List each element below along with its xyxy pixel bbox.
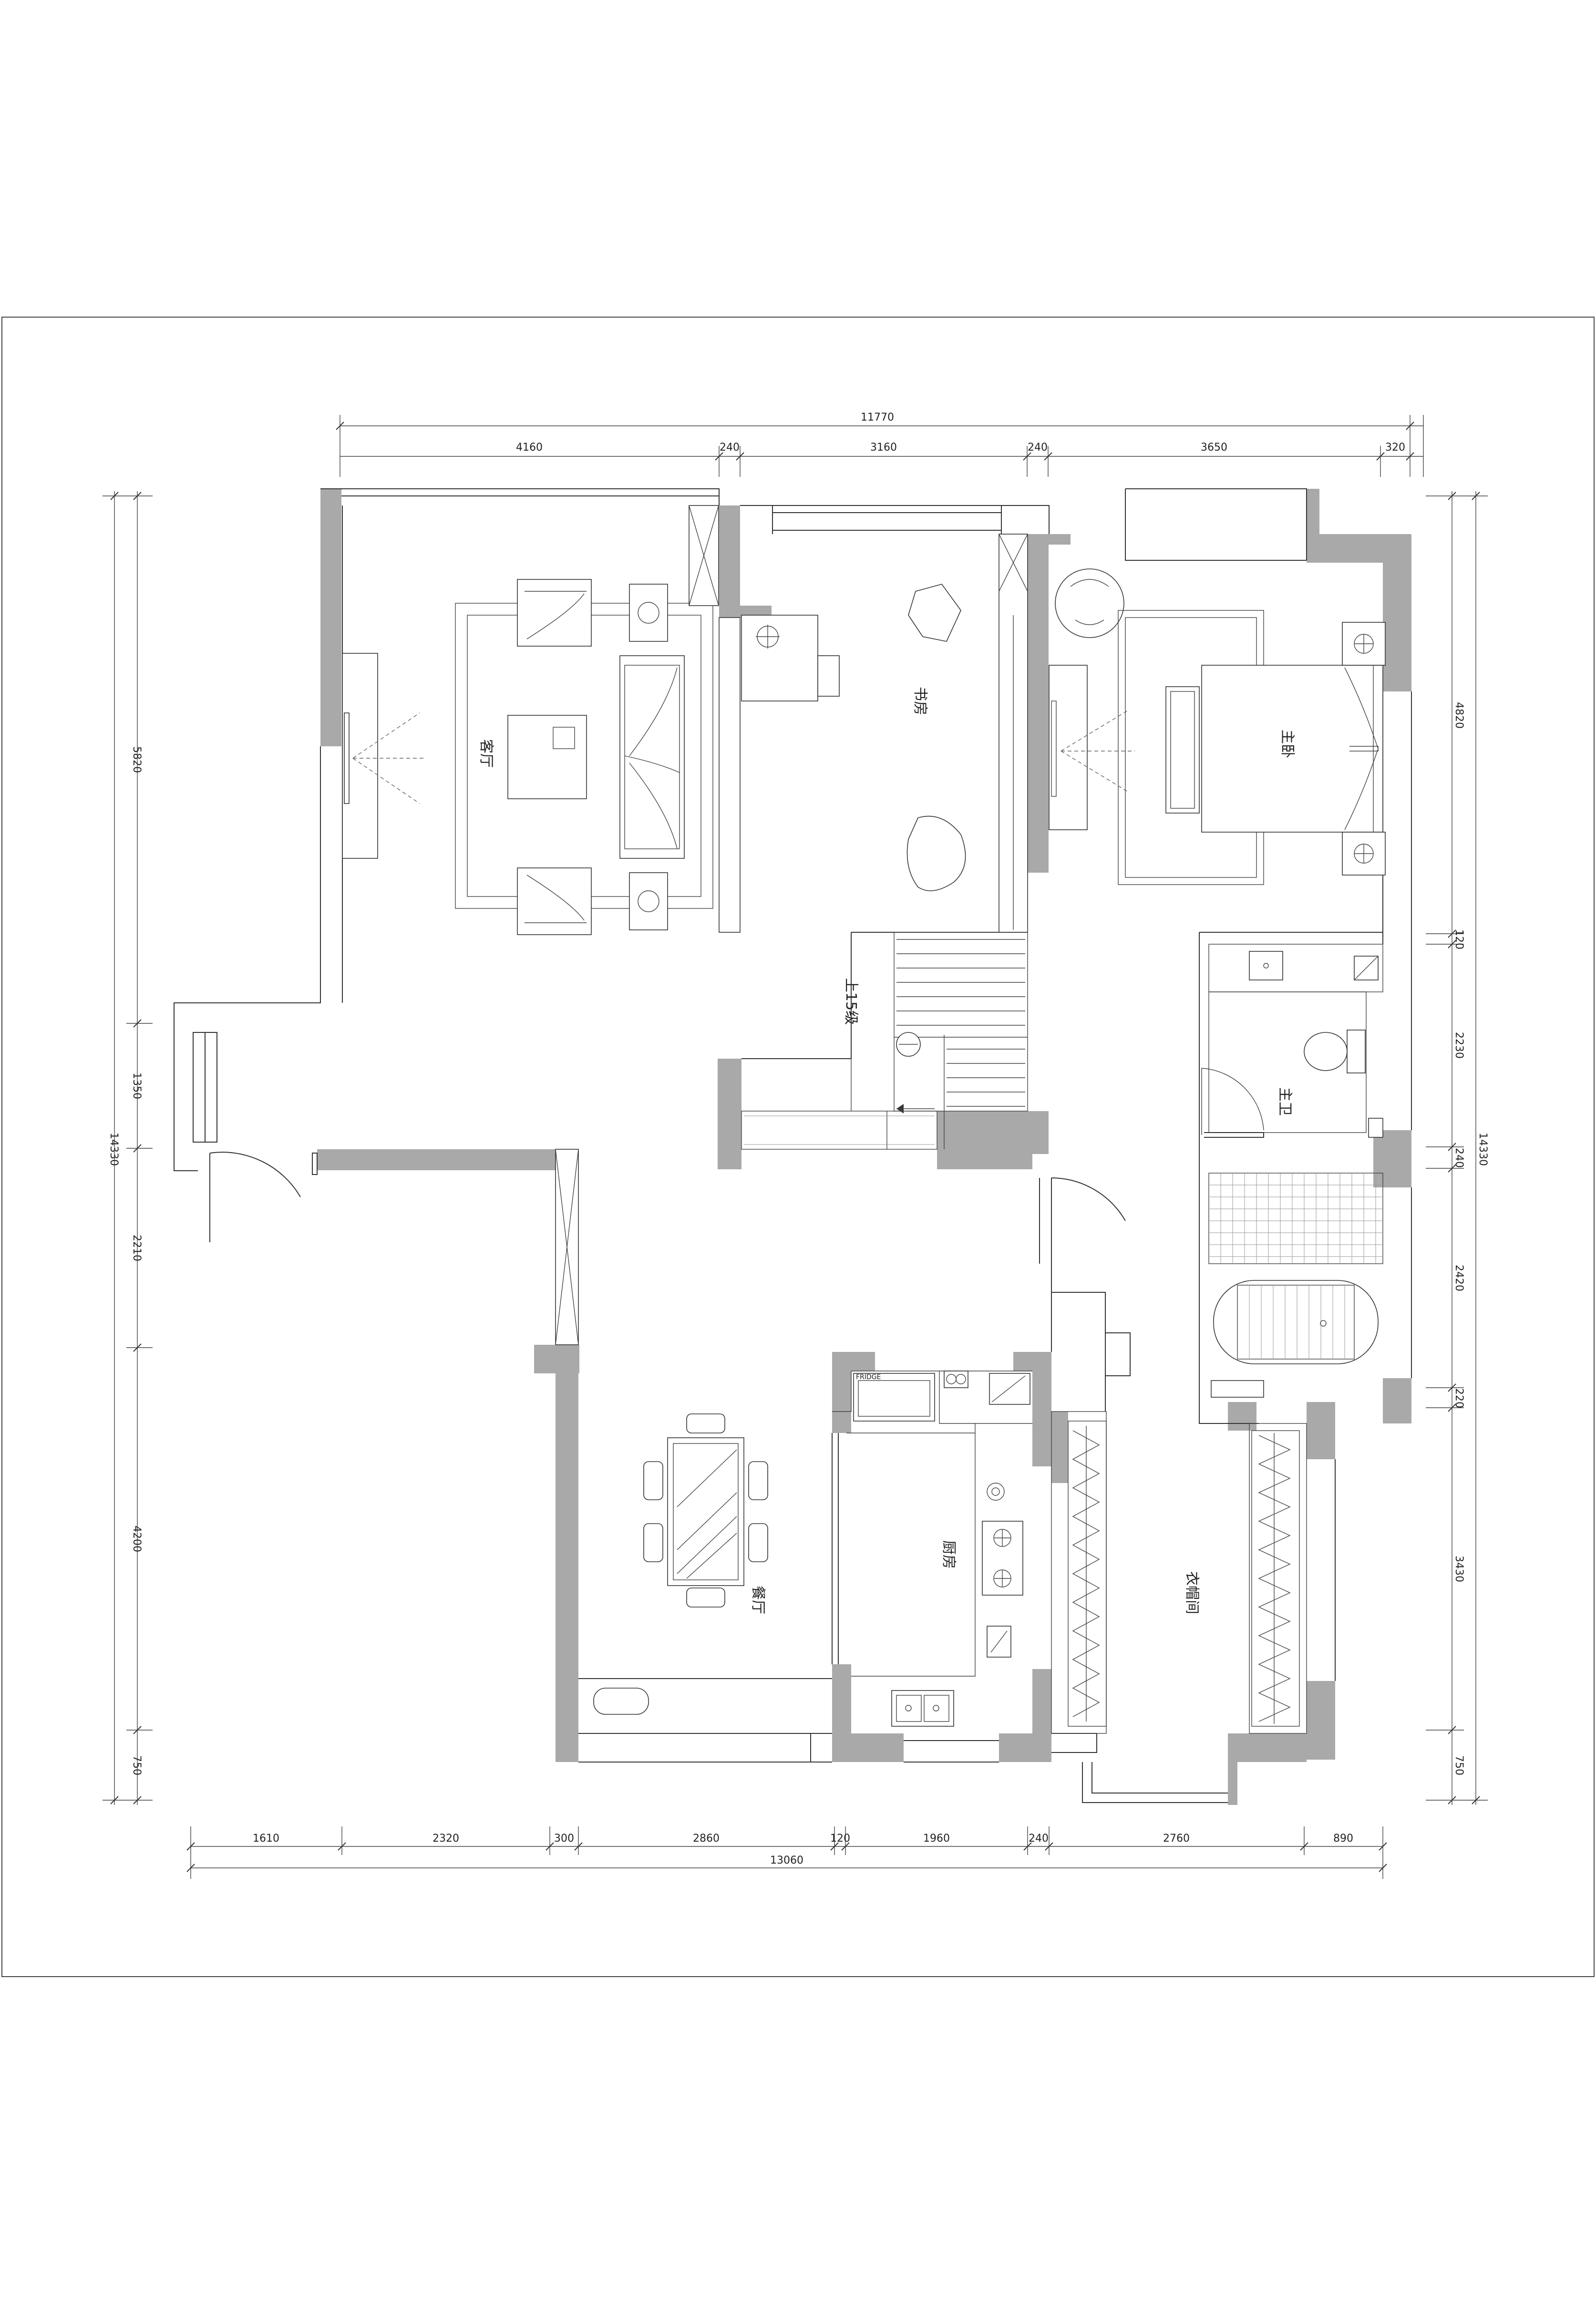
dim-left-total: 14330 bbox=[108, 1133, 120, 1166]
toilet bbox=[1304, 1032, 1348, 1071]
coffee-table bbox=[507, 715, 587, 799]
dining-chair-6 bbox=[748, 1523, 768, 1562]
kitchen-corner-unit bbox=[989, 1373, 1030, 1405]
bedroom-tv-cabinet bbox=[1049, 665, 1088, 830]
study-lounge-chair-1 bbox=[908, 584, 961, 642]
dining-chair-3 bbox=[643, 1461, 663, 1500]
bedroom-lounge-chair bbox=[1055, 568, 1124, 638]
right-dimension-lines bbox=[1426, 491, 1488, 1805]
study-desk bbox=[741, 615, 818, 701]
dim-right-total: 14330 bbox=[1477, 1133, 1489, 1166]
bathtub bbox=[1213, 1280, 1379, 1364]
room-label-living: 客厅 bbox=[478, 739, 494, 768]
built-in-cabinet-1 bbox=[689, 505, 741, 933]
dim-left-seg-1: 5820 bbox=[131, 746, 143, 773]
master-bedroom-furniture bbox=[1049, 568, 1386, 885]
walls bbox=[317, 489, 1411, 1805]
dim-bottom-seg-8: 2760 bbox=[1163, 1833, 1190, 1845]
dining-chair-1 bbox=[686, 1413, 725, 1433]
dim-bottom-seg-2: 2320 bbox=[432, 1833, 459, 1845]
study-lounge-chair-2 bbox=[906, 815, 966, 891]
kitchen-fixtures: FRIDGE bbox=[832, 1371, 1032, 1727]
dim-bottom-seg-1: 1610 bbox=[253, 1833, 279, 1845]
dim-top-seg-5: 3650 bbox=[1201, 442, 1227, 454]
toilet-tank bbox=[1347, 1030, 1366, 1073]
dim-top-seg-3: 3160 bbox=[870, 442, 897, 454]
bed-bench bbox=[1165, 686, 1200, 814]
bath-vanity bbox=[1249, 951, 1283, 980]
dim-left-seg-5: 750 bbox=[131, 1755, 143, 1775]
dim-left-seg-4: 4200 bbox=[131, 1526, 143, 1552]
staircase bbox=[741, 932, 1028, 1150]
master-bed bbox=[1201, 665, 1383, 833]
top-dimension-lines bbox=[336, 415, 1424, 477]
dim-right-seg-6: 220 bbox=[1453, 1388, 1465, 1408]
dining-chair-4 bbox=[643, 1523, 663, 1562]
dim-bottom-seg-5: 120 bbox=[830, 1833, 850, 1845]
dim-bottom-seg-9: 890 bbox=[1333, 1833, 1353, 1845]
room-label-master-bath: 主卫 bbox=[1277, 1087, 1293, 1116]
dim-left-seg-3: 2210 bbox=[131, 1235, 143, 1261]
room-label-study: 书房 bbox=[912, 687, 928, 715]
dim-bottom-seg-6: 1960 bbox=[923, 1833, 950, 1845]
dim-bottom-total: 13060 bbox=[770, 1855, 803, 1866]
kitchen-double-sink bbox=[891, 1690, 954, 1727]
room-label-master-bedroom: 主卧 bbox=[1279, 730, 1296, 758]
room-label-dining: 餐厅 bbox=[750, 1586, 766, 1614]
kitchen-sink-round bbox=[987, 1483, 1005, 1501]
fridge-label: FRIDGE bbox=[856, 1373, 881, 1381]
room-label-cloakroom: 衣帽间 bbox=[1184, 1571, 1200, 1614]
dining-chair-5 bbox=[748, 1461, 768, 1500]
dim-top-seg-6: 320 bbox=[1385, 442, 1405, 454]
wardrobe-right bbox=[1249, 1423, 1307, 1734]
dim-bottom-seg-3: 300 bbox=[554, 1833, 574, 1845]
dim-bottom-seg-4: 2860 bbox=[693, 1833, 720, 1845]
dim-bottom-seg-7: 240 bbox=[1029, 1833, 1049, 1845]
stair-up-note: 上15级 bbox=[843, 978, 859, 1025]
dining-furniture bbox=[555, 1149, 768, 1715]
dim-right-seg-8: 750 bbox=[1453, 1755, 1465, 1775]
dining-table bbox=[667, 1437, 744, 1586]
fridge bbox=[853, 1373, 935, 1422]
dim-top-seg-4: 240 bbox=[1028, 442, 1048, 454]
dining-bench bbox=[593, 1688, 649, 1715]
master-bath-fixtures bbox=[1201, 944, 1383, 1398]
side-table-bottom bbox=[629, 872, 668, 930]
left-dimension-lines bbox=[103, 491, 153, 1805]
tv-unit bbox=[344, 712, 350, 804]
dim-right-seg-2: 120 bbox=[1453, 929, 1465, 949]
room-label-kitchen: 厨房 bbox=[940, 1540, 957, 1569]
dim-top-total: 11770 bbox=[861, 412, 894, 423]
dim-right-seg-4: 240 bbox=[1453, 1148, 1465, 1168]
side-table-top bbox=[629, 584, 668, 642]
drawing-frame bbox=[1, 317, 1595, 1977]
study-furniture bbox=[741, 534, 1028, 933]
dim-top-seg-2: 240 bbox=[720, 442, 740, 454]
dim-right-seg-1: 4820 bbox=[1453, 702, 1465, 729]
dim-left-seg-2: 1350 bbox=[131, 1072, 143, 1099]
bath-floor-items bbox=[1211, 1380, 1264, 1398]
armchair-bottom bbox=[517, 867, 592, 935]
bath-small-shelf bbox=[1368, 1118, 1383, 1138]
dim-right-seg-5: 2420 bbox=[1453, 1265, 1465, 1291]
dim-right-seg-7: 3430 bbox=[1453, 1556, 1465, 1582]
living-room-furniture bbox=[342, 579, 713, 935]
dining-chair-2 bbox=[686, 1587, 725, 1608]
cloakroom-fixtures bbox=[1051, 1411, 1307, 1734]
armchair-top bbox=[517, 579, 592, 647]
study-chair bbox=[817, 655, 840, 697]
shower bbox=[1208, 1173, 1383, 1264]
dim-top-seg-1: 4160 bbox=[516, 442, 543, 454]
dim-right-seg-3: 2230 bbox=[1453, 1032, 1465, 1059]
bottom-dimension-lines bbox=[186, 1826, 1387, 1879]
